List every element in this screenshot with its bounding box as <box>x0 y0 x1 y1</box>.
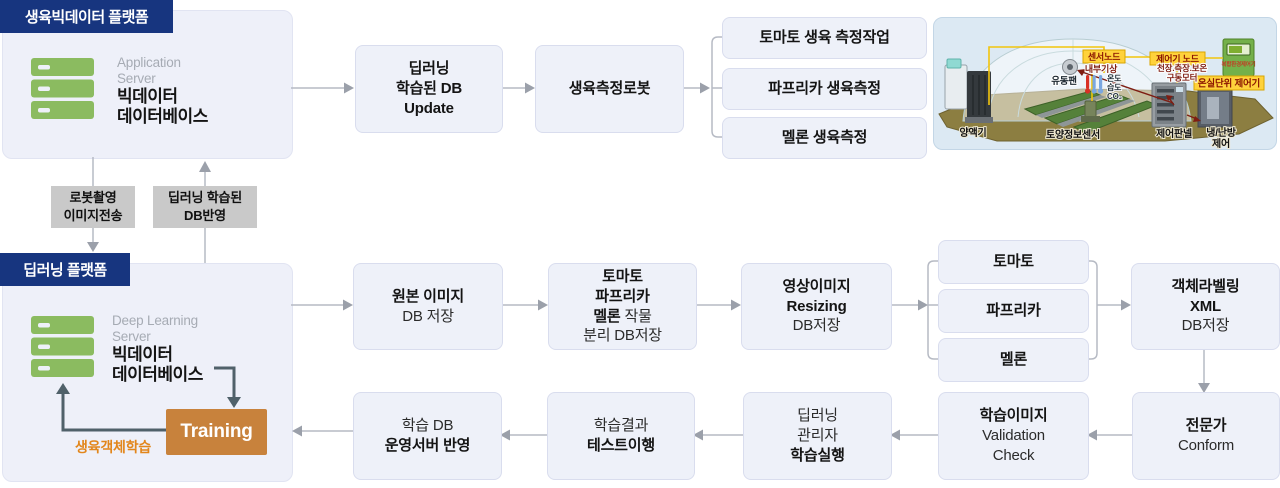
svg-text:온실단위 제어기: 온실단위 제어기 <box>1198 78 1260 90</box>
control-panel-device <box>1151 82 1187 128</box>
hvac-photo <box>1197 88 1233 128</box>
application-server-label: Application Server <box>117 55 181 86</box>
deep-learning-platform-badge: 딥러닝 플랫폼 <box>0 253 130 286</box>
node-growth-robot: 생육측정로봇 <box>535 45 684 133</box>
greenhouse-annotations: 내부기상 천장.측장.보온 구동모터 온도 습도 CO₂ 유동팬 양액기 토양정… <box>959 62 1238 150</box>
svg-text:센서노드: 센서노드 <box>1088 51 1121 62</box>
hvac-label-line2: 제어 <box>1212 137 1230 150</box>
soil-sensor-device <box>1081 100 1100 122</box>
motor-label-line2: 구동모터 <box>1167 73 1197 83</box>
controller-node-tag: 제어기 노드 <box>1149 51 1206 66</box>
node-origin-image-db: 원본 이미지 DB 저장 <box>353 263 503 350</box>
growth-bigdata-platform-panel <box>2 10 293 159</box>
inner-weather-label: 내부기상 <box>1085 63 1118 74</box>
node-validation-check: 학습이미지 Validation Check <box>938 392 1089 480</box>
deep-learning-server-label: Deep Learning Server <box>112 313 198 344</box>
node-robot-image-transfer: 로봇촬영 이미지전송 <box>51 186 135 228</box>
node-crop-paprika: 파프리카 <box>938 289 1089 333</box>
node-crop-separate-db: 토마토 파프리카 멜론 작물 분리 DB저장 <box>548 263 697 350</box>
device-tiny-label: 복합환경제어기 <box>1221 60 1255 68</box>
fan-label: 유동팬 <box>1051 75 1077 87</box>
node-manager-train-exec: 딥러닝 관리자 학습실행 <box>743 392 892 480</box>
application-server-icon <box>31 58 94 119</box>
node-deploy-db: 학습 DB 운영서버 반영 <box>353 392 502 480</box>
deep-learning-database-title: 빅데이터 데이터베이스 <box>112 345 203 385</box>
motor-label-line1: 천장.측장.보온 <box>1157 63 1207 73</box>
soil-sensor-label: 토양정보센서 <box>1046 128 1100 141</box>
node-object-labeling-xml: 객체라벨링 XML DB저장 <box>1131 263 1280 350</box>
fan-icon <box>1062 59 1078 75</box>
panel-label: 제어판넬 <box>1156 127 1192 140</box>
deep-learning-server-icon <box>31 316 94 377</box>
bigdata-database-title: 빅데이터 데이터베이스 <box>117 87 208 127</box>
node-image-resizing-db: 영상이미지 Resizing DB저장 <box>741 263 892 350</box>
node-measure-paprika: 파프리카 생육측정 <box>722 68 927 110</box>
unit-controller-tag: 온실단위 제어기 <box>1193 75 1265 91</box>
thermometer-icons <box>1085 75 1104 94</box>
node-result-test: 학습결과 테스트이행 <box>547 392 695 480</box>
node-measure-tomato: 토마토 생육 측정작업 <box>722 17 927 59</box>
sensor-node-tag: 센서노드 <box>1082 49 1126 64</box>
unit-controller-device: 복합환경제어기 <box>1221 38 1256 77</box>
training-node: Training <box>166 409 267 455</box>
nutrient-label: 양액기 <box>960 126 987 139</box>
node-crop-tomato: 토마토 <box>938 240 1089 284</box>
env-temp-label: 온도 <box>1107 74 1122 83</box>
greenhouse-illustration: 복합환경제어기 센서노드 제어기 노드 <box>933 17 1277 150</box>
hvac-label-line1: 냉/난방 <box>1206 126 1237 139</box>
nutrient-machine <box>944 58 993 123</box>
node-measure-melon: 멜론 생육측정 <box>722 117 927 159</box>
node-trained-db-apply: 딥러닝 학습된 DB반영 <box>153 186 257 228</box>
growth-bigdata-platform-badge: 생육빅데이터 플랫폼 <box>0 0 173 33</box>
svg-text:제어기 노드: 제어기 노드 <box>1156 53 1200 64</box>
growth-object-learning-label: 생육객체학습 <box>75 439 152 455</box>
red-arrows <box>1077 69 1201 122</box>
node-db-update: 딥러닝 학습된 DB Update <box>355 45 503 133</box>
env-humidity-label: 습도 <box>1107 82 1122 92</box>
env-co2-label: CO₂ <box>1107 92 1123 101</box>
node-expert-conform: 전문가 Conform <box>1132 392 1280 480</box>
node-crop-melon: 멜론 <box>938 338 1089 382</box>
